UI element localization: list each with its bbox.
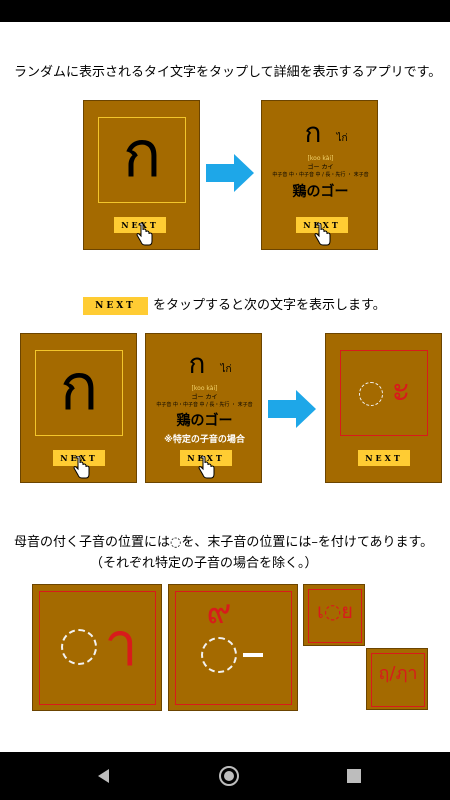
vowel-card-4: ฤ/ฦา — [366, 648, 428, 710]
consonant-placeholder — [201, 637, 237, 673]
char-class-info: 中子音 中・中子音 中 / 長・先行 ・ 末子音 — [156, 402, 253, 408]
char-frame-red — [39, 591, 156, 705]
back-icon[interactable] — [92, 764, 116, 788]
sample-card-3: ก NEXT — [20, 333, 137, 483]
romanization: [koo kài] — [307, 155, 334, 162]
char-frame-red — [340, 350, 428, 436]
hand-pointer-icon — [136, 223, 153, 246]
tone-mark-char: ๙ — [206, 592, 232, 632]
example-word: ไก่ — [220, 364, 232, 375]
char-meaning: 鶏のゴー — [176, 413, 233, 429]
final-consonant-dash — [243, 653, 263, 657]
kana-reading: ゴー カイ — [191, 394, 218, 401]
next-caption: をタップすると次の文字を表示します。 — [153, 298, 386, 313]
home-icon[interactable] — [217, 764, 241, 788]
vowel-char: ฤ/ฦา — [378, 663, 418, 684]
thai-char: ก — [122, 118, 162, 192]
vowel-card-1: า — [32, 584, 162, 711]
hand-pointer-icon — [73, 456, 90, 479]
vowel-char: ะ — [391, 369, 411, 410]
sample-card-4: ก ไก่ [koo kài] ゴー カイ 中子音 中・中子音 中 / 長・先行… — [145, 333, 262, 483]
vowel-card-2: ๙ — [168, 584, 298, 711]
vowel-caption-2: （それぞれ特定の子音の場合を除く。） — [90, 556, 318, 571]
intro-caption: ランダムに表示されるタイ文字をタップして詳細を表示するアプリです。 — [14, 65, 442, 80]
sample-card-1: ก NEXT — [83, 100, 200, 250]
sample-card-2: ก ไก่ [koo kài] ゴー カイ 中子音 中・中子音 中 / 長・先行… — [261, 100, 378, 250]
vowel-char: า — [104, 610, 138, 680]
sample-card-5: ะ NEXT — [325, 333, 442, 483]
vowel-card-3: เ◌ย — [303, 584, 365, 646]
char-frame-red — [371, 653, 425, 707]
next-button[interactable]: NEXT — [358, 450, 410, 466]
arrow-right-icon — [268, 390, 316, 428]
recents-icon[interactable] — [342, 764, 366, 788]
navigation-bar — [0, 752, 450, 800]
hand-pointer-icon — [198, 456, 215, 479]
char-frame-red — [308, 589, 362, 643]
thai-char-small: ก — [304, 116, 322, 149]
special-note: ※特定の子音の場合 — [164, 435, 245, 445]
arrow-right-icon — [206, 154, 254, 192]
next-button-sample: NEXT — [83, 297, 148, 315]
thai-char: ก — [59, 351, 99, 425]
char-frame — [98, 117, 186, 203]
thai-char-small: ก — [188, 347, 206, 380]
char-meaning: 鶏のゴー — [292, 184, 349, 200]
vowel-char: เ◌ย — [316, 599, 353, 623]
status-bar — [0, 0, 450, 22]
char-frame-red — [175, 591, 292, 705]
consonant-placeholder — [61, 629, 97, 665]
romanization: [koo kài] — [191, 385, 218, 392]
hand-pointer-icon — [314, 223, 331, 246]
char-class-info: 中子音 中・中子音 中 / 長・先行 ・ 末子音 — [272, 172, 369, 178]
char-frame — [35, 350, 123, 436]
vowel-caption-1: 母音の付く子音の位置には◌を、末子音の位置には–を付けてあります。 — [14, 535, 434, 550]
example-word: ไก่ — [336, 133, 348, 144]
consonant-placeholder — [359, 382, 383, 406]
kana-reading: ゴー カイ — [307, 164, 334, 171]
